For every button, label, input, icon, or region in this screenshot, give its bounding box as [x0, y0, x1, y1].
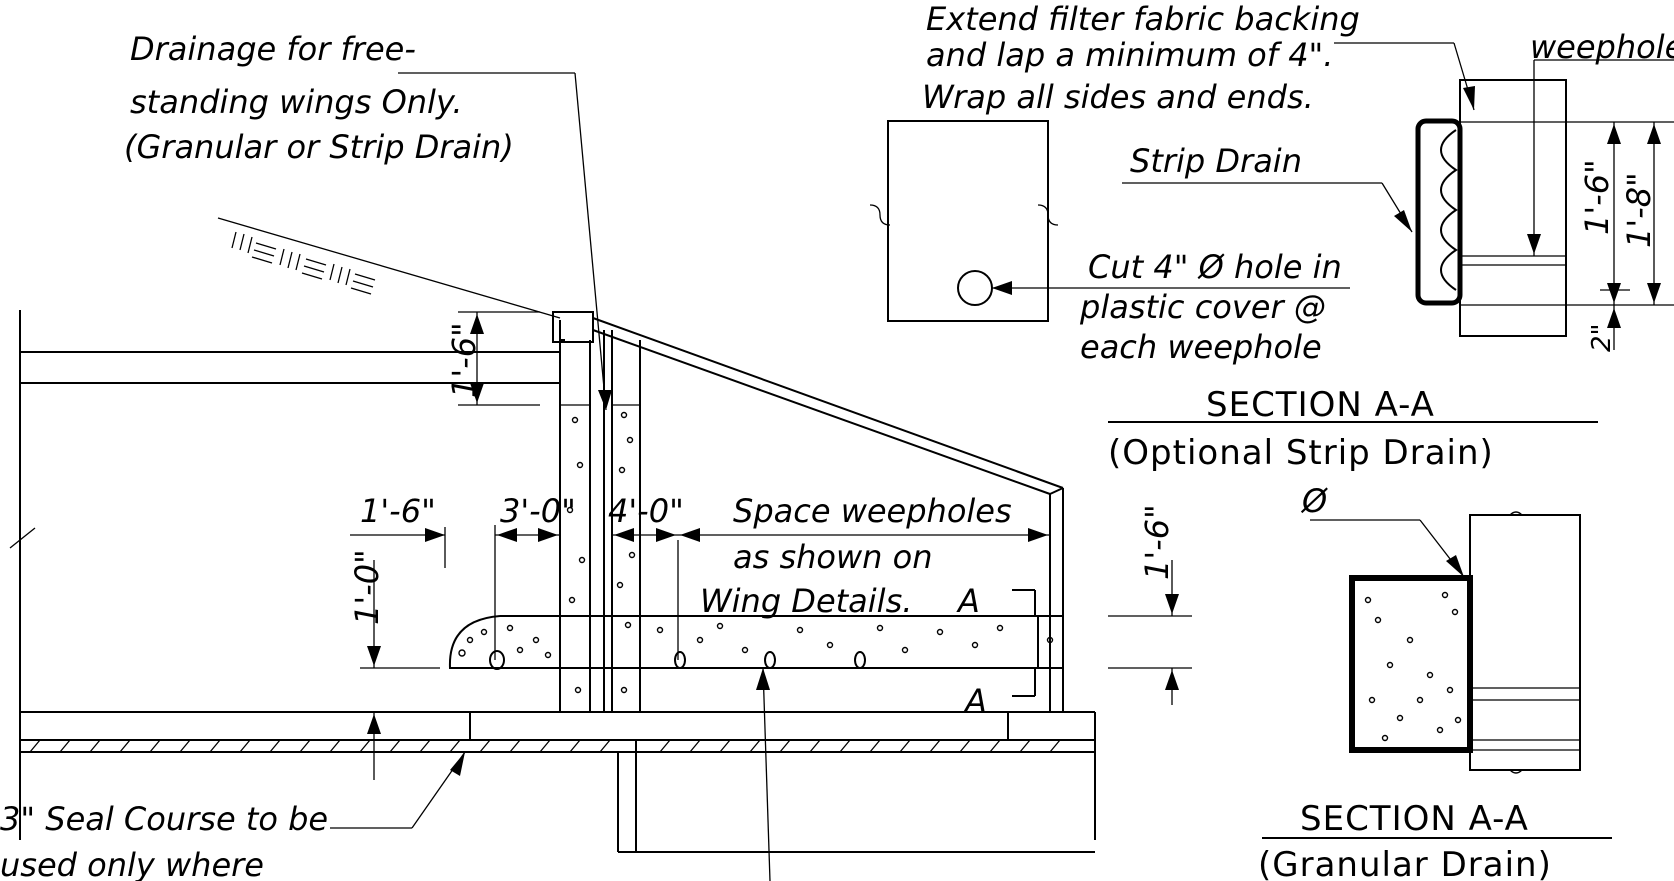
- section-granular-drain: [1262, 511, 1612, 839]
- dim-sec-1-6: 1'-6": [1578, 159, 1616, 235]
- dim-right-1-6: 1'-6": [1138, 504, 1176, 580]
- aggregate-dots: [458, 411, 1054, 694]
- dim-4-0: 4'-0": [608, 492, 684, 530]
- granular-section-title: SECTION A-A: [1300, 799, 1529, 839]
- strip-section-subtitle: (Optional Strip Drain): [1108, 433, 1494, 473]
- strip-section-title: SECTION A-A: [1206, 385, 1435, 425]
- dim-top-1-6: 1'-6": [445, 322, 483, 398]
- note-fabric-line1: Extend filter fabric backing: [926, 0, 1360, 38]
- note-drainage-line1: Drainage for free-: [130, 30, 416, 68]
- section-titles: SECTION A-A (Optional Strip Drain) SECTI…: [1108, 385, 1552, 881]
- dim-left-1-0: 1'-0": [348, 549, 386, 625]
- leader-lines: [330, 72, 771, 881]
- note-fabric-line3: Wrap all sides and ends.: [922, 78, 1314, 116]
- granular-section-subtitle: (Granular Drain): [1258, 845, 1552, 881]
- note-drainage-line3: (Granular or Strip Drain): [124, 128, 514, 166]
- note-drainage-line2: standing wings Only.: [130, 83, 463, 121]
- note-cut-line3: each weephole: [1080, 328, 1322, 366]
- dim-left-1-6: 1'-6": [360, 492, 436, 530]
- note-weephole: weephole: [1530, 28, 1674, 66]
- section-strip-drain: [869, 42, 1674, 423]
- section-mark-bottom: A: [963, 682, 987, 720]
- dim-3-0: 3'-0": [500, 492, 576, 530]
- note-fabric-line2: and lap a minimum of 4".: [926, 36, 1333, 74]
- slope-hatch: [231, 231, 376, 295]
- wing-elevation: [9, 217, 1096, 853]
- diameter-symbol: Ø: [1300, 482, 1328, 520]
- note-cut-line2: plastic cover @: [1079, 288, 1326, 326]
- note-space-line1: Space weepholes: [733, 492, 1012, 530]
- note-space-line2: as shown on: [733, 538, 932, 576]
- dimension-lines: [350, 311, 1192, 780]
- seal-course-hatch: [29, 739, 1061, 753]
- note-strip-drain: Strip Drain: [1130, 142, 1302, 180]
- note-seal-line2: used only where: [0, 846, 264, 881]
- dim-sec-1-8: 1'-8": [1620, 172, 1658, 248]
- note-space-line3: Wing Details.: [700, 582, 912, 620]
- note-seal-line1: 3" Seal Course to be: [0, 800, 328, 838]
- dim-sec-2: 2": [1587, 323, 1617, 352]
- dimension-text: 1'-6" 1'-6" 3'-0" 4'-0" 1'-0" 1'-6" 1'-6…: [348, 159, 1658, 625]
- note-cut-line1: Cut 4" Ø hole in: [1088, 248, 1342, 286]
- section-mark-top: A: [956, 582, 980, 620]
- granular-dots: [1364, 591, 1462, 742]
